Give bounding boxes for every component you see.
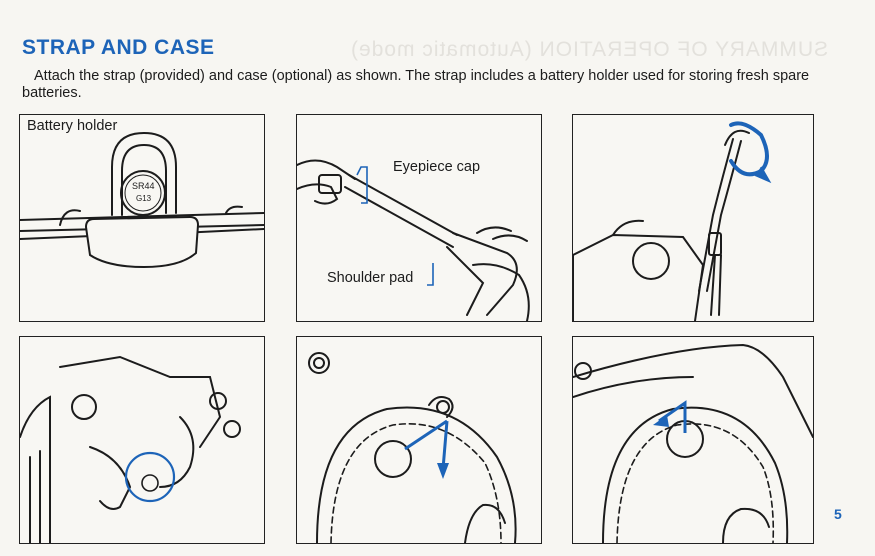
- battery-code-text: G13: [136, 194, 152, 203]
- label-eyepiece-cap: Eyepiece cap: [393, 159, 480, 175]
- case-button-illustration: [297, 337, 541, 543]
- intro-paragraph: Attach the strap (provided) and case (op…: [22, 68, 832, 102]
- lug-closeup-illustration: [20, 337, 264, 543]
- strap-lug-illustration: [573, 115, 813, 321]
- case-fastened-illustration: [573, 337, 813, 543]
- eyepiece-strap-illustration: [297, 115, 541, 321]
- battery-holder-illustration: SR44 G13: [20, 115, 264, 321]
- figure-case-fastened: [572, 336, 814, 544]
- figure-battery-holder: SR44 G13 Battery holder: [19, 114, 265, 322]
- page-number: 5: [834, 506, 842, 522]
- page-title: STRAP AND CASE: [22, 36, 215, 60]
- label-battery-holder: Battery holder: [27, 118, 117, 134]
- figure-case-button: [296, 336, 542, 544]
- figure-lug-closeup: [19, 336, 265, 544]
- bleed-through-heading: SUMMARY OF OPERATION (Automatic mode): [350, 38, 828, 62]
- figure-strap-lug: [572, 114, 814, 322]
- figure-eyepiece-cap: Eyepiece cap Shoulder pad: [296, 114, 542, 322]
- battery-type-text: SR44: [132, 181, 155, 191]
- label-shoulder-pad: Shoulder pad: [327, 270, 413, 286]
